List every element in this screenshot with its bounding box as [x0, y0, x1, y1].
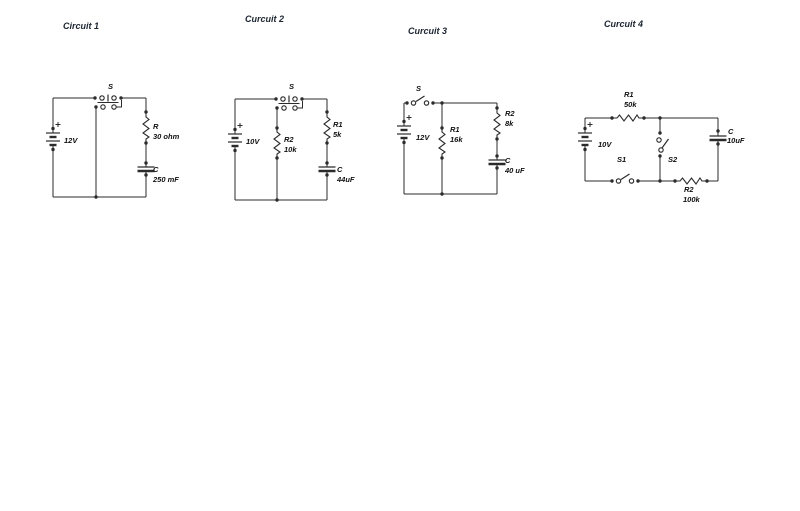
resistor-value: 30 ohm: [153, 132, 180, 141]
capacitor-value: 250 mF: [152, 175, 179, 184]
battery-label: 10V: [246, 137, 260, 146]
resistor-symbol: [142, 114, 150, 142]
capacitor-symbol: [487, 158, 507, 166]
circuit-4-title: Curcuit 4: [604, 19, 643, 29]
battery-label: 12V: [64, 136, 78, 145]
circuit-1: Circuit 1 S 12V R 30 ohm C 250 mF: [44, 21, 180, 199]
switch-label: S: [416, 84, 421, 93]
circuit-2-wires: [234, 98, 328, 201]
switch-s2-symbol: [656, 130, 670, 159]
junction-dots: [94, 110, 148, 199]
resistor-r2-value: 10k: [284, 145, 297, 154]
capacitor-value: 40 uF: [504, 166, 525, 175]
junction-dots: [440, 101, 499, 196]
junction-dots: [275, 110, 329, 202]
capacitor-value: 10uF: [727, 136, 745, 145]
circuit-2: Curcuit 2 S 10V R2 10k R1 5k C 44uF: [226, 14, 355, 202]
capacitor-symbol: [136, 165, 156, 173]
switch-symbol: [404, 95, 436, 106]
switch-s2-label: S2: [668, 155, 678, 164]
circuit-3: Curcuit 3 S 12V R1 16k R2 8k C 40 uF: [395, 26, 525, 196]
capacitor-label: C: [728, 127, 734, 136]
circuit-3-title: Curcuit 3: [408, 26, 447, 36]
circuit-2-title: Curcuit 2: [245, 14, 284, 24]
switch-symbol: [273, 94, 305, 111]
resistor-r1-symbol: [323, 114, 331, 142]
capacitor-label: C: [153, 165, 159, 174]
switch-s1-label: S1: [617, 155, 626, 164]
switch-s1-symbol: [609, 173, 641, 184]
capacitor-label: C: [505, 156, 511, 165]
capacitor-symbol: [317, 165, 337, 173]
resistor-r2-label: R2: [505, 109, 515, 118]
circuit-4-wires: [584, 117, 719, 182]
resistor-r2-value: 8k: [505, 119, 514, 128]
resistor-label: R: [153, 122, 159, 131]
resistor-r1-label: R1: [624, 90, 634, 99]
battery-label: 10V: [598, 140, 612, 149]
circuit-1-title: Circuit 1: [63, 21, 99, 31]
circuit-1-wires: [52, 97, 147, 198]
capacitor-symbol: [708, 134, 728, 142]
resistor-r1-symbol: [614, 114, 642, 122]
resistor-r2-symbol: [493, 110, 501, 138]
resistor-r1-value: 5k: [333, 130, 342, 139]
resistor-r1-value: 16k: [450, 135, 463, 144]
resistor-r1-label: R1: [333, 120, 343, 129]
switch-label: S: [108, 82, 113, 91]
battery-label: 12V: [416, 133, 430, 142]
resistor-r2-symbol: [273, 129, 281, 157]
resistor-r1-symbol: [438, 129, 446, 157]
resistor-r1-label: R1: [450, 125, 460, 134]
capacitor-label: C: [337, 165, 343, 174]
resistor-r2-symbol: [677, 177, 705, 185]
resistor-r1-value: 50k: [624, 100, 637, 109]
resistor-r2-label: R2: [684, 185, 694, 194]
circuit-3-wires: [403, 102, 498, 195]
switch-label: S: [289, 82, 294, 91]
junction-dots: [610, 116, 720, 183]
capacitor-value: 44uF: [336, 175, 355, 184]
resistor-r2-value: 100k: [683, 195, 701, 204]
circuit-4: Curcuit 4 R1 50k 10V S1 S2 C 10uF R2 100…: [576, 19, 745, 204]
resistor-r2-label: R2: [284, 135, 294, 144]
switch-symbol: [92, 93, 124, 110]
